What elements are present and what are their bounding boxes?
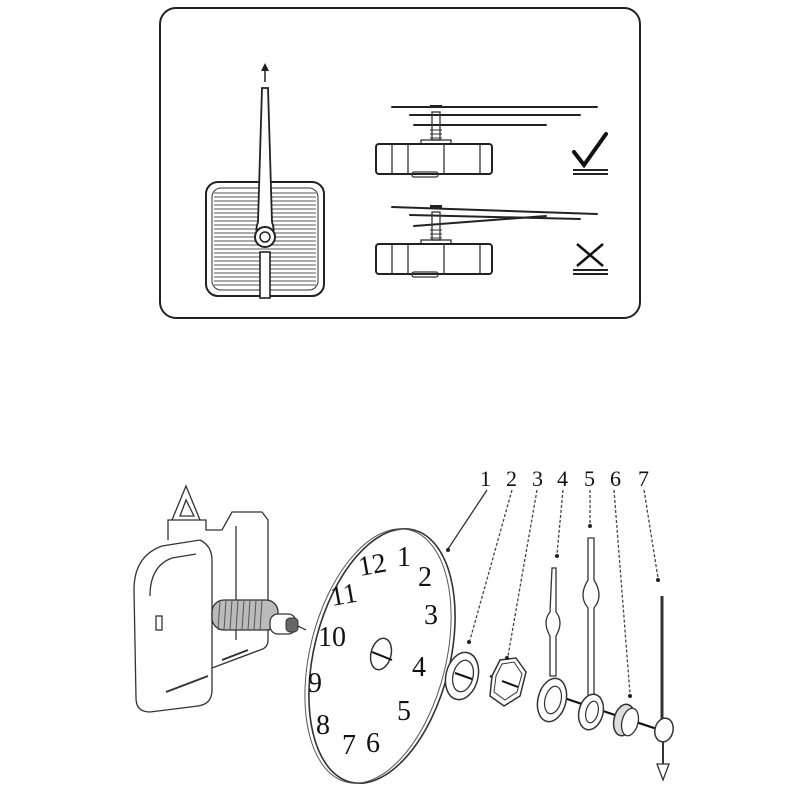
correct-check-icon bbox=[572, 132, 608, 175]
numeral-8: 8 bbox=[316, 710, 330, 741]
part-number-3: 3 bbox=[532, 466, 543, 491]
numeral-9: 9 bbox=[308, 668, 322, 699]
numeral-6: 6 bbox=[366, 728, 380, 759]
cap-nut bbox=[612, 703, 640, 737]
hour-hand bbox=[536, 567, 568, 723]
hex-nut bbox=[489, 657, 527, 707]
leader-lines bbox=[446, 489, 660, 698]
hand-icon bbox=[255, 87, 275, 243]
side-view-correct bbox=[375, 105, 598, 178]
instruction-panel bbox=[159, 7, 641, 319]
part-number-2: 2 bbox=[506, 466, 517, 491]
washer bbox=[444, 651, 480, 701]
part-numbers: 1 2 3 4 5 6 7 bbox=[480, 466, 649, 491]
exploded-view: 12 1 2 3 4 5 6 7 8 9 10 11 bbox=[133, 466, 674, 785]
numeral-7: 7 bbox=[342, 730, 356, 761]
incorrect-x-icon bbox=[573, 243, 608, 275]
numeral-1: 1 bbox=[397, 542, 411, 573]
part-number-7: 7 bbox=[638, 466, 649, 491]
numeral-4: 4 bbox=[412, 652, 426, 683]
clock-movement bbox=[133, 484, 307, 713]
numeral-3: 3 bbox=[424, 600, 438, 631]
numeral-2: 2 bbox=[418, 562, 432, 593]
numeral-5: 5 bbox=[397, 696, 411, 727]
part-number-5: 5 bbox=[584, 466, 595, 491]
second-hand bbox=[654, 596, 674, 782]
clock-dial: 12 1 2 3 4 5 6 7 8 9 10 11 bbox=[304, 527, 456, 785]
minute-hand bbox=[577, 537, 605, 731]
numeral-11: 11 bbox=[328, 578, 360, 613]
movement-front-view bbox=[205, 63, 325, 299]
part-number-1: 1 bbox=[480, 466, 491, 491]
part-number-6: 6 bbox=[610, 466, 621, 491]
part-number-4: 4 bbox=[557, 466, 568, 491]
numeral-10: 10 bbox=[318, 622, 346, 653]
numeral-12: 12 bbox=[356, 548, 389, 583]
side-view-incorrect bbox=[375, 205, 598, 278]
